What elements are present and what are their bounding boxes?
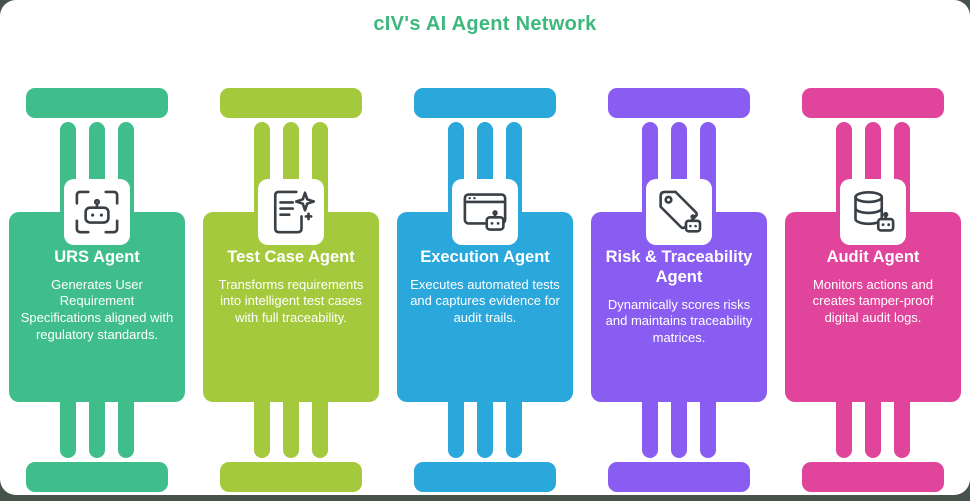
pillar-bottom-cap bbox=[608, 462, 750, 492]
agent-description: Executes automated tests and captures ev… bbox=[410, 276, 560, 326]
pillar-bar bbox=[283, 394, 299, 458]
pillar-bar bbox=[671, 394, 687, 458]
pillar-test-case-agent: Test Case Agent Transforms requirements … bbox=[194, 88, 388, 492]
browser-robot-icon bbox=[452, 179, 518, 245]
agent-title: Execution Agent bbox=[420, 248, 550, 266]
pillar-risk-traceability-agent: Risk & Traceability Agent Dynamically sc… bbox=[582, 88, 776, 492]
pillar-bar bbox=[312, 394, 328, 458]
pillar-bar bbox=[89, 394, 105, 458]
pillar-top-cap bbox=[802, 88, 944, 118]
agent-description: Transforms requirements into intelligent… bbox=[218, 276, 364, 326]
pillar-bar bbox=[60, 394, 76, 458]
pillar-bottom-cap bbox=[414, 462, 556, 492]
pillar-bottom-bars bbox=[60, 394, 134, 458]
scan-robot-icon bbox=[64, 179, 130, 245]
pillar-bar bbox=[642, 394, 658, 458]
agent-description: Monitors actions and creates tamper-proo… bbox=[812, 276, 934, 326]
pillar-bar bbox=[894, 394, 910, 458]
pillar-bottom-cap bbox=[26, 462, 168, 492]
pillar-bar bbox=[477, 394, 493, 458]
pillar-bottom-bars bbox=[254, 394, 328, 458]
agent-title: Test Case Agent bbox=[227, 248, 355, 266]
agent-title: Risk & Traceability Agent bbox=[605, 248, 753, 286]
pillar-bottom-cap bbox=[802, 462, 944, 492]
pillar-bar bbox=[865, 394, 881, 458]
pillar-bar bbox=[448, 394, 464, 458]
agent-card-audit: Audit Agent Monitors actions and creates… bbox=[785, 212, 961, 402]
agent-pillars-row: URS Agent Generates User Requirement Spe… bbox=[0, 88, 970, 492]
pillar-urs-agent: URS Agent Generates User Requirement Spe… bbox=[0, 88, 194, 492]
pillar-top-cap bbox=[414, 88, 556, 118]
pillar-bottom-cap bbox=[220, 462, 362, 492]
pillar-top-cap bbox=[608, 88, 750, 118]
pillar-bar bbox=[700, 394, 716, 458]
pillar-bottom-bars bbox=[448, 394, 522, 458]
pillar-audit-agent: Audit Agent Monitors actions and creates… bbox=[776, 88, 970, 492]
document-sparkle-icon bbox=[258, 179, 324, 245]
pillar-top-cap bbox=[220, 88, 362, 118]
agent-description: Generates User Requirement Specification… bbox=[20, 276, 174, 342]
pillar-bar bbox=[118, 394, 134, 458]
page-title: cIV's AI Agent Network bbox=[373, 13, 597, 35]
agent-card-test-case: Test Case Agent Transforms requirements … bbox=[203, 212, 379, 402]
pillar-top-cap bbox=[26, 88, 168, 118]
database-robot-icon bbox=[840, 179, 906, 245]
pillar-bar bbox=[254, 394, 270, 458]
pillar-bottom-bars bbox=[836, 394, 910, 458]
agent-title: URS Agent bbox=[54, 248, 140, 266]
tag-robot-icon bbox=[646, 179, 712, 245]
agent-description: Dynamically scores risks and maintains t… bbox=[605, 296, 753, 345]
agent-title: Audit Agent bbox=[826, 248, 920, 266]
pillar-bottom-bars bbox=[642, 394, 716, 458]
pillar-bar bbox=[506, 394, 522, 458]
pillar-execution-agent: Execution Agent Executes automated tests… bbox=[388, 88, 582, 492]
pillar-bar bbox=[836, 394, 852, 458]
